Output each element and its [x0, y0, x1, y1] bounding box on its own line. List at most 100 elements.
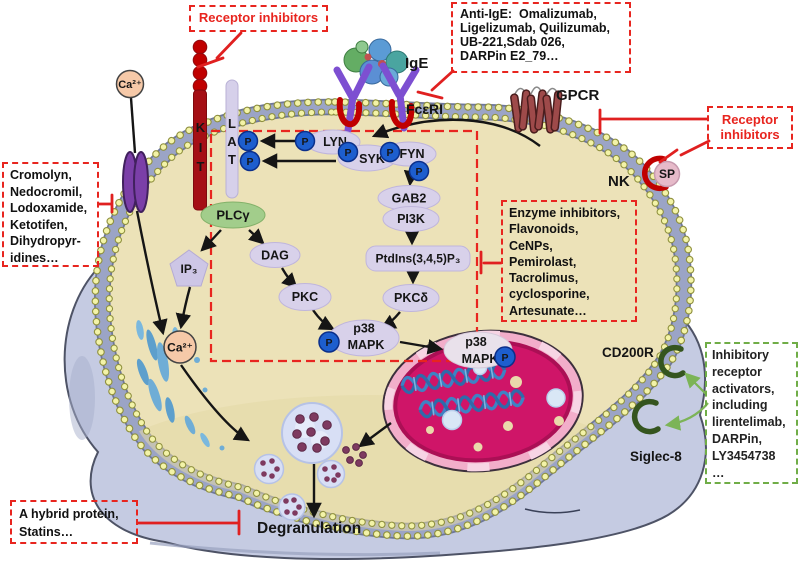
- granule: [281, 402, 343, 464]
- pi3k-label: PI3K: [397, 212, 425, 226]
- calcium-ion-intracellular: Ca²⁺: [163, 330, 197, 364]
- molecule-labels: LYN SYK FYN GAB2 PI3K PtdIns(3,4,5)P₃ PK…: [181, 135, 499, 366]
- inhibition-cascade: [479, 250, 503, 275]
- box-line: cyclosporine,: [509, 287, 590, 302]
- inhibition-degranulation: [136, 509, 241, 536]
- phospho-badge: P: [379, 141, 401, 163]
- phospho-badges: P P P P P P P P: [237, 130, 516, 368]
- kit-letter: T: [197, 159, 205, 174]
- dag-label: DAG: [261, 249, 289, 263]
- ige-label: IgE: [405, 55, 428, 72]
- box-line: Artesunate…: [509, 303, 587, 318]
- released-mediators: [342, 443, 367, 467]
- dag-node: [249, 242, 301, 268]
- ca-label: Ca²⁺: [167, 341, 193, 355]
- sp-label: SP: [659, 167, 675, 181]
- cd200r-receptor: [658, 344, 686, 379]
- ptdins-label: PtdIns(3,4,5)P₃: [376, 252, 461, 266]
- phospho-badge: P: [408, 160, 430, 182]
- box-line: Ketotifen,: [10, 217, 68, 232]
- box-line: LY3454738: [712, 448, 776, 463]
- arrow-channel-to-er: [135, 210, 168, 336]
- svg-text:P: P: [415, 166, 422, 178]
- sp-ligand: SP: [653, 160, 681, 188]
- inhibition-kit: [196, 31, 243, 69]
- box-line: DARPin E2_79…: [460, 48, 559, 63]
- nk-receptor: [642, 155, 669, 192]
- svg-text:P: P: [386, 147, 393, 159]
- kit-letter: I: [199, 140, 203, 155]
- box-line: Statins…: [19, 525, 74, 539]
- box-line: Tacrolimus,: [509, 271, 579, 286]
- box-line: Anti-IgE: Omalizumab,: [460, 7, 597, 21]
- phospho-badge: P: [318, 331, 340, 353]
- inhibition-gpcr: [598, 108, 709, 135]
- lat-adaptor: L A T: [225, 79, 239, 199]
- box-line: Lodoxamide,: [10, 201, 88, 215]
- anti-ige-box: Anti-IgE: Omalizumab, Ligelizumab, Quili…: [451, 2, 631, 73]
- box-line: Pemirolast,: [509, 254, 577, 269]
- diagram-labels: IgE FcεRI GPCR NK CD200R Siglec-8 Degran…: [257, 55, 682, 537]
- granule-fusing-membrane: [278, 493, 306, 521]
- box-line: Dihydropyr-: [10, 234, 81, 248]
- box-line: Inhibitory: [712, 348, 769, 362]
- ca-label: Ca²⁺: [118, 79, 142, 91]
- arrow-ip3-to-ca: [175, 286, 192, 330]
- pkcdelta-node: [382, 284, 440, 312]
- svg-text:P: P: [246, 156, 253, 168]
- box-line: idines…: [10, 250, 59, 265]
- calcium-ion-extracellular: Ca²⁺: [115, 69, 145, 99]
- phospho-badge: P: [337, 141, 359, 163]
- fceri-label: FcεRI: [406, 101, 443, 117]
- box-line: Flavonoids,: [509, 222, 579, 237]
- svg-text:P: P: [344, 147, 351, 159]
- pkc-label: PKC: [292, 290, 318, 304]
- box-line: receptor: [712, 364, 763, 379]
- mapk-label: MAPK: [462, 352, 499, 366]
- inhibition-ige: [416, 69, 455, 100]
- arrow-ca-to-granules: [180, 364, 250, 442]
- enzyme-inhibitors-box: Enzyme inhibitors, Flavonoids, CeNPs, Pe…: [501, 200, 637, 322]
- gpcr-receptor: [510, 86, 563, 134]
- fyn-label: FYN: [400, 147, 425, 161]
- receptor-inhibitors-top-box: Receptor inhibitors: [189, 5, 328, 32]
- phospho-badge: P: [237, 130, 259, 152]
- ip3-label: IP₃: [181, 262, 198, 276]
- ige-antigen-complex: [333, 38, 420, 134]
- gab2-label: GAB2: [392, 192, 427, 206]
- arrow-to-cd200r: [684, 372, 707, 395]
- box-line: lirentelimab,: [712, 415, 786, 430]
- phospho-badge: P: [494, 346, 516, 368]
- box-label: Receptor inhibitors: [198, 10, 319, 25]
- ige-antibody: [333, 62, 420, 134]
- box-line: Cromolyn,: [10, 168, 72, 182]
- arrow-p38-to-nucleus: [399, 339, 444, 355]
- mapk-label: MAPK: [348, 338, 385, 352]
- hybrid-protein-box: A hybrid protein, Statins…: [10, 500, 138, 544]
- receptor-inhibitors-right-box: Receptor inhibitors: [707, 106, 793, 149]
- nuclear-pores: [384, 330, 582, 472]
- lat-letter: A: [227, 134, 237, 149]
- plcgamma-label: PLCγ: [216, 208, 250, 223]
- lat-letter: L: [228, 116, 236, 131]
- box-line: DARPin,: [712, 431, 762, 446]
- arrow-plcg-to-dag: [247, 228, 265, 245]
- granule: [316, 459, 346, 489]
- box-line: …: [712, 465, 725, 480]
- box-line: activators,: [712, 381, 775, 396]
- fceri-receptor: [336, 97, 415, 129]
- arrow-plcg-to-ip3: [200, 229, 222, 252]
- box-line: CeNPs,: [509, 238, 553, 253]
- plcgamma-node: [200, 201, 266, 229]
- ip3-node: [169, 249, 209, 287]
- siglec8-receptor: [631, 398, 661, 435]
- lat-letter: T: [228, 152, 236, 167]
- box-line: inhibitors: [720, 126, 780, 142]
- box-line: UB-221,Sdab 026,: [460, 34, 565, 49]
- dna-helix: [418, 388, 525, 419]
- inhibitory-activators-box: Inhibitory receptor activators, includin…: [705, 342, 798, 484]
- pkcdelta-label: PKCδ: [394, 291, 428, 305]
- p38-label: p38: [465, 335, 487, 349]
- gpcr-label: GPCR: [556, 87, 600, 104]
